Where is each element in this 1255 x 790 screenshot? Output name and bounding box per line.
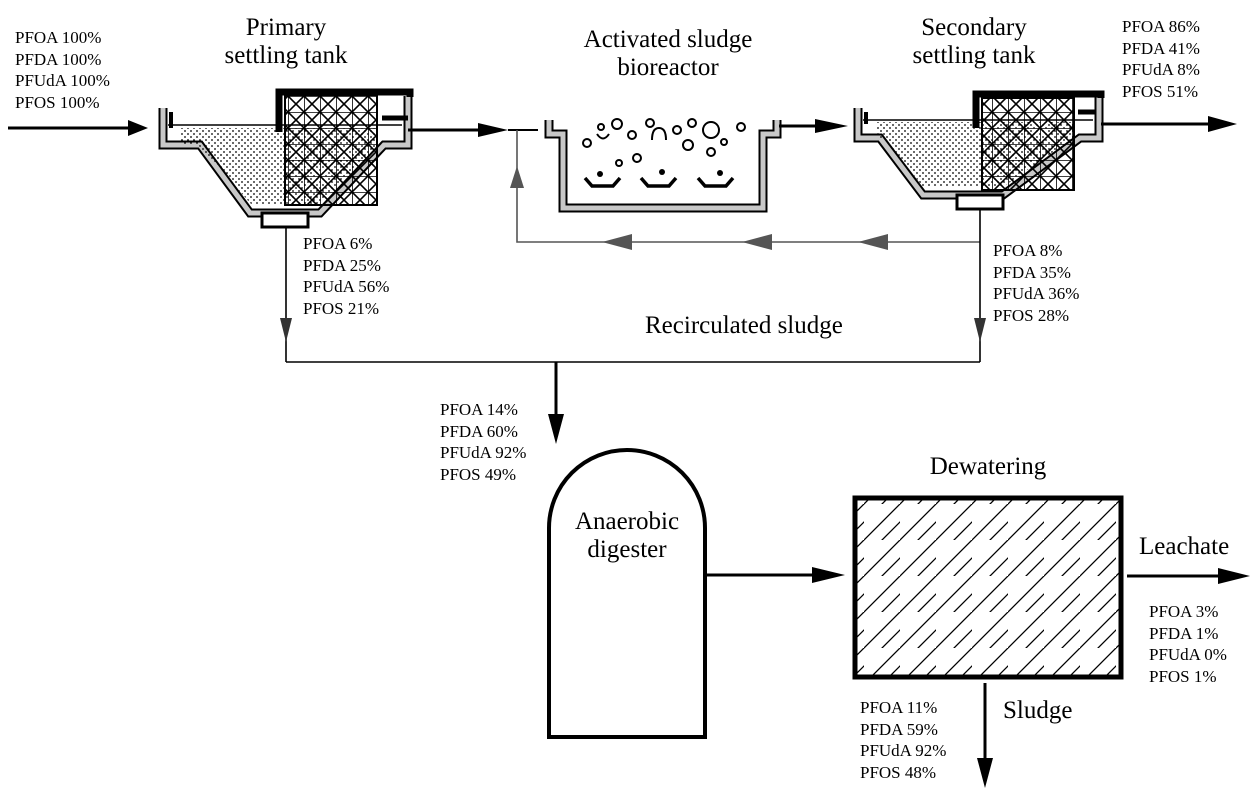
effluent-pfda: PFDA 41% [1122,38,1200,58]
effluent-pfoa: PFOA 86% [1122,17,1200,36]
recirculated-sludge-label: Recirculated sludge [645,312,843,339]
dewatering-unit [852,495,1124,680]
primary-sludge-pfoa: PFOA 6% [303,234,373,253]
influent-pfuda: PFUdA 100% [15,71,110,90]
leachate-fractions: PFOA 3% PFDA 1% PFUdA 0% PFOS 1% [1149,601,1227,687]
digester-input-pfda: PFDA 60% [440,421,518,441]
secondary-sludge-pfuda: PFUdA 36% [993,284,1080,303]
digester-feed-arrow [548,414,564,444]
bioreactor-title: Activated sludge bioreactor [556,26,780,82]
secondary-sludge-pfda: PFDA 35% [993,262,1071,282]
primary-sludge-fractions: PFOA 6% PFDA 25% PFUdA 56% PFOS 21% [303,233,389,319]
leachate-pfos: PFOS 1% [1149,666,1217,686]
secondary-tank-title: Secondary settling tank [891,14,1057,70]
influent-pfda: PFDA 100% [15,49,102,69]
digester-input-fractions: PFOA 14% PFDA 60% PFUdA 92% PFOS 49% [440,399,526,485]
digester-title-line2: digester [587,536,667,563]
digester-title-line1: Anaerobic [574,508,680,535]
primary-tank-title-line1: Primary [245,14,327,41]
leachate-label: Leachate [1139,533,1230,560]
sludge-cake-pfos: PFOS 48% [860,762,937,782]
sludge-out-arrow [977,758,993,788]
primary-tank-title-line2: settling tank [224,42,348,69]
bioreactor-title-line1: Activated sludge [583,26,753,53]
influent-pfos: PFOS 100% [15,92,100,112]
primary-tank-title: Primary settling tank [203,14,369,70]
influent-arrow [128,120,148,136]
effluent-arrow [1208,116,1237,132]
bioreactor-tank [544,118,782,213]
effluent-pfos: PFOS 51% [1122,81,1199,101]
leachate-arrow [1218,568,1250,584]
dewatering-title: Dewatering [929,453,1047,480]
secondary-sludge-fractions: PFOA 8% PFDA 35% PFUdA 36% PFOS 28% [993,240,1079,326]
digester-input-pfos: PFOS 49% [440,464,517,484]
leachate-pfuda: PFUdA 0% [1149,645,1227,664]
primary-to-bioreactor-arrow [478,123,508,137]
leachate-pfoa: PFOA 3% [1149,602,1219,621]
sludge-label: Sludge [1003,697,1073,724]
effluent-pfuda: PFUdA 8% [1122,60,1200,79]
influent-pfoa: PFOA 100% [15,28,102,47]
leachate-pfda: PFDA 1% [1149,623,1219,643]
digester-input-pfuda: PFUdA 92% [440,443,527,462]
sludge-cake-pfoa: PFOA 11% [860,698,938,717]
sludge-cake-pfda: PFDA 59% [860,719,938,739]
digester-input-pfoa: PFOA 14% [440,400,518,419]
effluent-fractions: PFOA 86% PFDA 41% PFUdA 8% PFOS 51% [1122,16,1200,102]
sludge-cake-fractions: PFOA 11% PFDA 59% PFUdA 92% PFOS 48% [860,697,946,783]
sludge-cake-pfuda: PFUdA 92% [860,741,947,760]
primary-sludge-pfuda: PFUdA 56% [303,277,390,296]
digester-to-dewatering-arrow [812,567,845,583]
digester-title: Anaerobic digester [556,508,698,564]
secondary-sludge-pfoa: PFOA 8% [993,241,1063,260]
secondary-sludge-pfos: PFOS 28% [993,305,1070,325]
bioreactor-to-secondary-arrow [815,119,848,133]
anaerobic-digester [547,448,707,739]
secondary-tank-title-line1: Secondary [921,14,1027,41]
primary-sludge-pfda: PFDA 25% [303,255,381,275]
secondary-settling-tank [853,90,1105,211]
bioreactor-title-line2: bioreactor [617,54,719,81]
influent-fractions: PFOA 100% PFDA 100% PFUdA 100% PFOS 100% [15,27,110,113]
primary-settling-tank [158,88,414,229]
primary-sludge-pfos: PFOS 21% [303,298,380,318]
secondary-tank-title-line2: settling tank [912,42,1036,69]
